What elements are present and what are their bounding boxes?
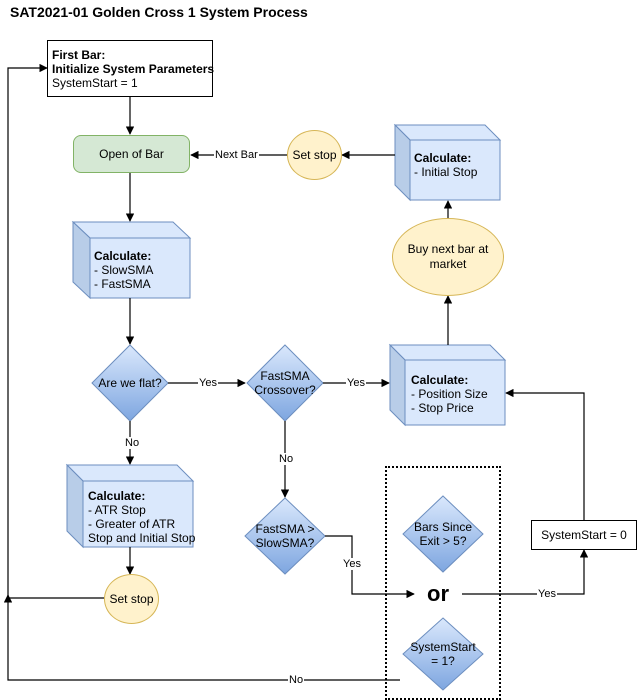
calc-initial-stop-line1: - Initial Stop — [414, 165, 478, 179]
label-yes-fast-gt-slow: Yes — [342, 558, 362, 570]
calc-sma-line2: - FastSMA — [94, 277, 151, 291]
fast-sma-crossover-label: FastSMA Crossover? — [254, 369, 316, 397]
calc-position-heading: Calculate: — [411, 373, 469, 387]
calc-atr-line1: - ATR Stop — [88, 503, 146, 517]
calc-position-line1: - Position Size — [411, 387, 488, 401]
system-start-0-label: SystemStart = 0 — [541, 528, 627, 542]
first-bar-box: First Bar: Initialize System Parameters … — [47, 40, 215, 97]
label-yes-crossover: Yes — [346, 377, 366, 389]
set-stop-bottom: Set stop — [104, 574, 159, 624]
label-no-flat: No — [124, 437, 141, 449]
calc-position-line2: - Stop Price — [411, 401, 474, 415]
buy-next-bar: Buy next bar at market — [392, 218, 504, 296]
or-label: or — [427, 581, 449, 606]
are-we-flat-label: Are we flat? — [98, 376, 162, 390]
calc-atr-line2: - Greater of ATR — [88, 517, 176, 531]
buy-next-bar-label: Buy next bar at market — [407, 242, 489, 271]
calc-atr-line3: Stop and Initial Stop — [88, 531, 196, 545]
cube-initial-stop — [393, 123, 502, 202]
label-yes-or: Yes — [537, 588, 557, 600]
or-group-frame — [385, 466, 501, 700]
label-no-crossover: No — [278, 453, 295, 465]
diamond-bars-since-exit — [402, 495, 484, 573]
diagram-title: SAT2021-01 Golden Cross 1 System Process — [10, 4, 308, 20]
set-stop-top: Set stop — [287, 130, 342, 180]
label-no-bottom: No — [288, 674, 305, 686]
calc-initial-stop-heading: Calculate: — [414, 151, 472, 165]
calc-sma-line1: - SlowSMA — [94, 263, 154, 277]
diamond-system-start-1 — [402, 617, 484, 691]
system-start-0-box: SystemStart = 0 — [531, 520, 637, 550]
label-yes-flat: Yes — [198, 377, 218, 389]
calc-sma-heading: Calculate: — [94, 249, 152, 263]
cube-atr — [65, 463, 195, 549]
bars-since-exit-label: Bars Since Exit > 5? — [413, 520, 473, 548]
system-start-1-label: SystemStart = 1? — [410, 640, 476, 668]
cube-position — [388, 343, 507, 427]
first-bar-line2: Initialize System Parameters — [52, 62, 215, 76]
first-bar-line3: SystemStart = 1 — [52, 76, 138, 90]
calc-atr-heading: Calculate: — [88, 489, 146, 503]
diamond-fast-gt-slow — [244, 497, 326, 575]
cube-sma — [71, 220, 192, 300]
label-next-bar: Next Bar — [214, 149, 259, 161]
first-bar-line1: First Bar: — [52, 48, 106, 62]
open-of-bar-box: Open of Bar — [73, 135, 190, 173]
fast-gt-slow-label: FastSMA > SlowSMA? — [255, 522, 315, 550]
